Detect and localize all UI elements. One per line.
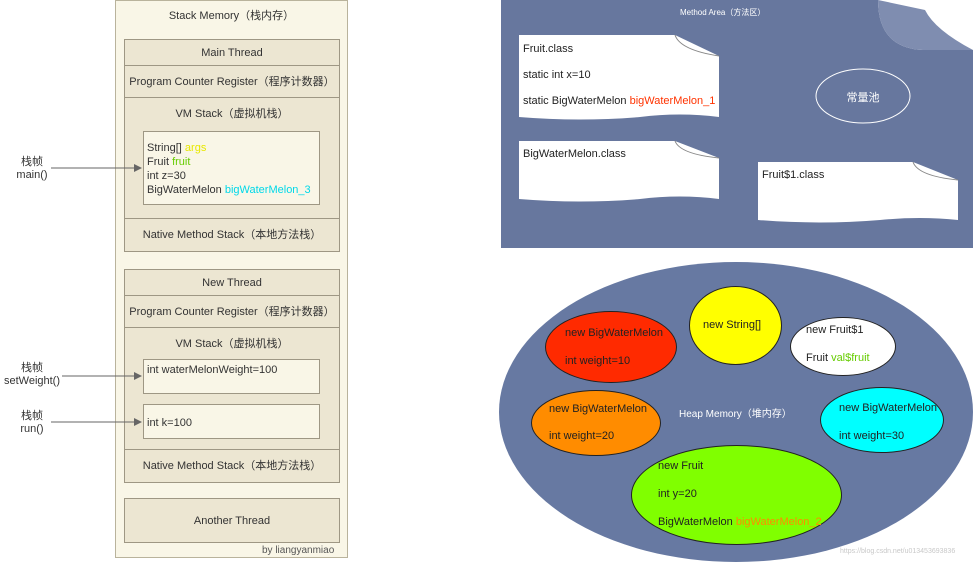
frame-var-line: int z=30	[147, 170, 186, 182]
fruit1-class-doc-shape	[758, 162, 958, 223]
bwm-class-doc: BigWaterMelon.class	[523, 148, 626, 160]
stack-memory-title: Stack Memory（栈内存）	[168, 10, 295, 22]
watermark: https://blog.csdn.net/u013453693836	[840, 548, 956, 555]
heap-object-orange: new BigWaterMelon int weight=20	[531, 390, 661, 456]
frame-var-type: Fruit	[147, 156, 169, 168]
heap-object-yellow: new String[]	[689, 286, 782, 365]
setweight-stack-frame: int waterMelonWeight=100	[143, 359, 320, 394]
run-stack-frame: int k=100	[143, 404, 320, 439]
fruit-class-field-type: static BigWaterMelon	[523, 95, 627, 107]
new-thread-vm-stack: VM Stack（虚拟机栈）	[125, 328, 339, 450]
fruit-class-name: Fruit.class	[523, 43, 574, 55]
frame-var-type: BigWaterMelon	[147, 184, 222, 196]
heap-object-green: new Fruit int y=20 BigWaterMelon bigWate…	[631, 445, 842, 545]
constant-pool-shape	[815, 68, 911, 124]
frame-var-line: int k=100	[147, 417, 192, 429]
heap-object-red: new BigWaterMelon int weight=10	[545, 311, 677, 383]
author-credit: by liangyanmiao	[262, 545, 335, 556]
new-thread-pc-register: Program Counter Register（程序计数器）	[125, 296, 339, 328]
main-thread-title: Main Thread	[125, 40, 339, 66]
fruit-class-doc-fold	[674, 34, 720, 57]
method-area-title: Method Area（方法区）	[680, 8, 766, 17]
heap-object-cyan: new BigWaterMelon int weight=30	[820, 387, 944, 453]
main-thread-pc-register: Program Counter Register（程序计数器）	[125, 66, 339, 98]
fruit1-class-doc: Fruit$1.class	[762, 169, 825, 181]
main-thread-vm-stack: VM Stack（虚拟机栈）	[125, 98, 339, 219]
fruit-class-doc-shape	[519, 35, 719, 120]
frame-var-line: int waterMelonWeight=100	[147, 364, 278, 376]
heap-title: Heap Memory（堆内存）	[679, 409, 792, 420]
main-stack-frame: String[] args Fruit fruit int z=30 BigWa…	[143, 131, 320, 205]
fruit-class-field-x: static int x=10	[523, 69, 591, 81]
heap-object-white: new Fruit$1 Fruit val$fruit	[790, 317, 896, 376]
frame-var-name: args	[184, 142, 207, 154]
method-area-fold	[878, 0, 973, 50]
another-thread-box: Another Thread	[124, 498, 340, 543]
fruit1-class-doc-fold	[912, 161, 959, 181]
fruit-class-doc: Fruit.class static int x=10 static BigWa…	[523, 43, 716, 107]
bwm-class-doc-shape	[519, 141, 719, 202]
new-thread-title: New Thread	[125, 270, 339, 296]
main-thread-native-stack: Native Method Stack（本地方法栈）	[142, 229, 322, 241]
fruit-class-field-var: bigWaterMelon_1	[629, 95, 716, 107]
main-thread-vm-stack-label: VM Stack（虚拟机栈）	[175, 108, 289, 120]
new-thread-vm-stack-label: VM Stack（虚拟机栈）	[175, 338, 289, 350]
constant-pool-label: 常量池	[846, 92, 880, 104]
frame-var-type: String[]	[147, 142, 182, 154]
new-thread-native-stack: Native Method Stack（本地方法栈）	[142, 460, 322, 472]
frame-var-name: fruit	[172, 156, 191, 168]
frame-var-name: bigWaterMelon_3	[224, 184, 311, 196]
bwm-class-doc-fold	[674, 140, 720, 159]
